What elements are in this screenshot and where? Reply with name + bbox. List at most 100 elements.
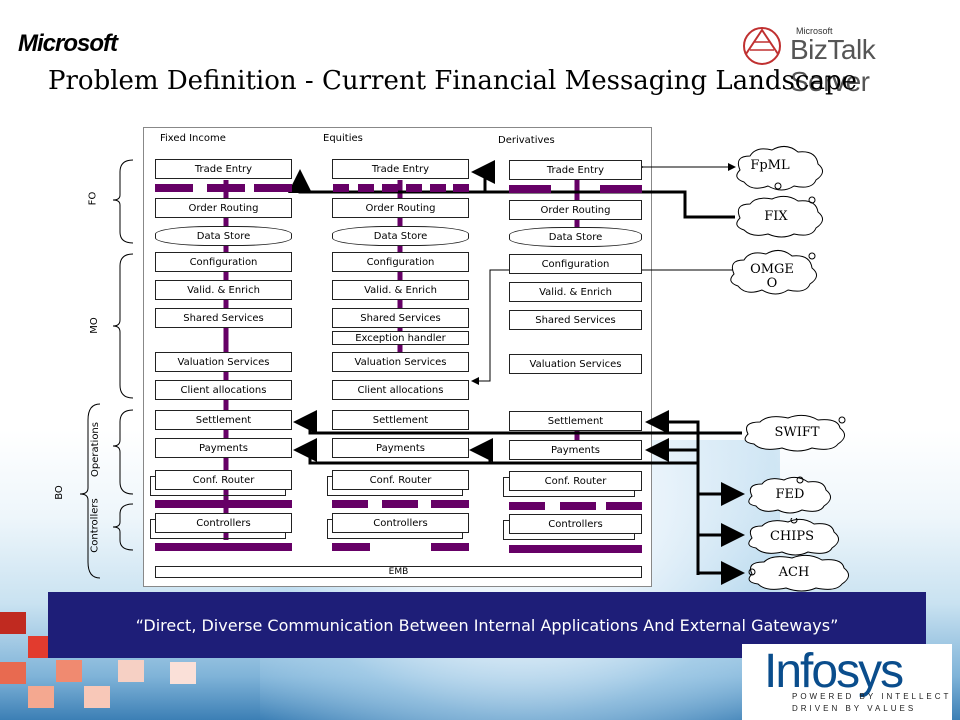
fi-bar: [254, 184, 292, 192]
decor-square: [118, 660, 144, 682]
eq-settlement: Settlement: [332, 410, 469, 430]
eq-bar: [358, 184, 374, 192]
gateway-fix: FIX: [764, 209, 788, 224]
eq-conf-router: Conf. Router: [332, 470, 469, 490]
dv-bar: [560, 502, 596, 510]
gateway-fed: FED: [775, 487, 805, 502]
dv-settlement: Settlement: [509, 411, 642, 431]
dv-trade-entry: Trade Entry: [509, 160, 642, 180]
gateway-ach: ACH: [778, 565, 810, 580]
gateway-fpml: FpML: [750, 158, 790, 173]
cloud-ach: [748, 554, 849, 592]
dv-conf-router: Conf. Router: [509, 471, 642, 491]
fi-configuration: Configuration: [155, 252, 292, 272]
decor-square: [56, 660, 82, 682]
cloud-swift: [744, 414, 846, 452]
infosys-logo: Infosys POWERED BY INTELLECT DRIVEN BY V…: [742, 644, 952, 720]
microsoft-logo: Microsoft: [18, 30, 118, 57]
column-header-derivatives: Derivatives: [498, 135, 555, 146]
dv-shared-services: Shared Services: [509, 310, 642, 330]
dv-valid-enrich: Valid. & Enrich: [509, 282, 642, 302]
fi-bar: [207, 184, 245, 192]
gateway-swift: SWIFT: [774, 425, 820, 440]
dv-configuration: Configuration: [509, 254, 642, 274]
dv-order-routing: Order Routing: [509, 200, 642, 220]
eq-bar: [382, 500, 418, 508]
biztalk-logo: BizTalk Server: [790, 34, 876, 97]
column-header-fixed-income: Fixed Income: [160, 133, 226, 144]
infosys-tagline-1: POWERED BY INTELLECT: [792, 692, 952, 701]
fi-bar: [155, 184, 193, 192]
emb-bus: EMB: [155, 566, 642, 578]
eq-bar: [406, 184, 422, 192]
fi-controllers: Controllers: [155, 513, 292, 533]
dv-payments: Payments: [509, 440, 642, 460]
fi-settlement: Settlement: [155, 410, 292, 430]
fi-valuation-services: Valuation Services: [155, 352, 292, 372]
payments-link-equities: [469, 438, 493, 463]
decor-square: [28, 686, 54, 708]
infosys-tagline-2: DRIVEN BY VALUES: [792, 704, 917, 713]
dv-bar: [600, 185, 642, 193]
gateway-chips: CHIPS: [769, 529, 815, 544]
decor-square: [0, 662, 26, 684]
eq-bar: [382, 184, 398, 192]
eq-bar: [453, 184, 469, 192]
eq-valuation-services: Valuation Services: [332, 352, 469, 372]
side-label-controllers: Controllers: [89, 498, 101, 553]
fi-bar: [155, 543, 292, 551]
column-header-equities: Equities: [323, 133, 363, 144]
decor-square: [170, 662, 196, 684]
fo-bracket: [112, 159, 134, 244]
infosys-wordmark: Infosys: [764, 645, 904, 698]
fi-data-store: Data Store: [155, 226, 292, 246]
fi-trade-entry: Trade Entry: [155, 159, 292, 179]
dv-data-store: Data Store: [509, 227, 642, 247]
fi-conf-router: Conf. Router: [155, 470, 292, 490]
page-title: Problem Definition - Current Financial M…: [48, 66, 857, 96]
bo-bracket: [79, 403, 101, 579]
fi-valid-enrich: Valid. & Enrich: [155, 280, 292, 300]
eq-bar: [431, 500, 469, 508]
dv-bar: [509, 502, 545, 510]
eq-data-store: Data Store: [332, 226, 469, 246]
eq-controllers: Controllers: [332, 513, 469, 533]
eq-order-routing: Order Routing: [332, 198, 469, 218]
gateway-omgeo: OMGE O: [750, 262, 794, 291]
operations-bracket: [112, 409, 134, 495]
eq-trade-entry: Trade Entry: [332, 159, 469, 179]
fi-bar: [155, 500, 292, 508]
cloud-omgeo: [730, 250, 817, 295]
eq-bar: [332, 500, 368, 508]
dv-controllers: Controllers: [509, 514, 642, 534]
eq-client-allocations: Client allocations: [332, 380, 469, 400]
eq-shared-services: Shared Services: [332, 308, 469, 328]
side-label-bo: BO: [53, 485, 65, 500]
decor-square: [0, 612, 26, 634]
dv-bar: [509, 545, 642, 553]
side-label-mo: MO: [88, 317, 100, 334]
eq-bar: [332, 543, 370, 551]
biztalk-maker: Microsoft: [796, 26, 833, 36]
decor-square: [84, 686, 110, 708]
eq-bar: [430, 184, 446, 192]
cloud-chips: [748, 518, 839, 556]
eq-exception-handler: Exception handler: [332, 331, 469, 345]
mo-bracket: [112, 253, 134, 399]
fi-order-routing: Order Routing: [155, 198, 292, 218]
controllers-bracket: [112, 503, 134, 551]
eq-bar: [333, 184, 349, 192]
dv-bar: [606, 502, 642, 510]
dv-valuation-services: Valuation Services: [509, 354, 642, 374]
fi-payments: Payments: [155, 438, 292, 458]
cloud-fix: [736, 195, 823, 238]
fi-shared-services: Shared Services: [155, 308, 292, 328]
fi-client-allocations: Client allocations: [155, 380, 292, 400]
fix-link-equities: [471, 160, 495, 192]
eq-configuration: Configuration: [332, 252, 469, 272]
swift-link-fixed-income: [293, 410, 698, 435]
swift-link-derivatives: [645, 410, 742, 435]
cloud-fed: [748, 476, 831, 514]
biztalk-logo-icon: [743, 27, 781, 65]
cloud-fpml: [736, 146, 823, 191]
